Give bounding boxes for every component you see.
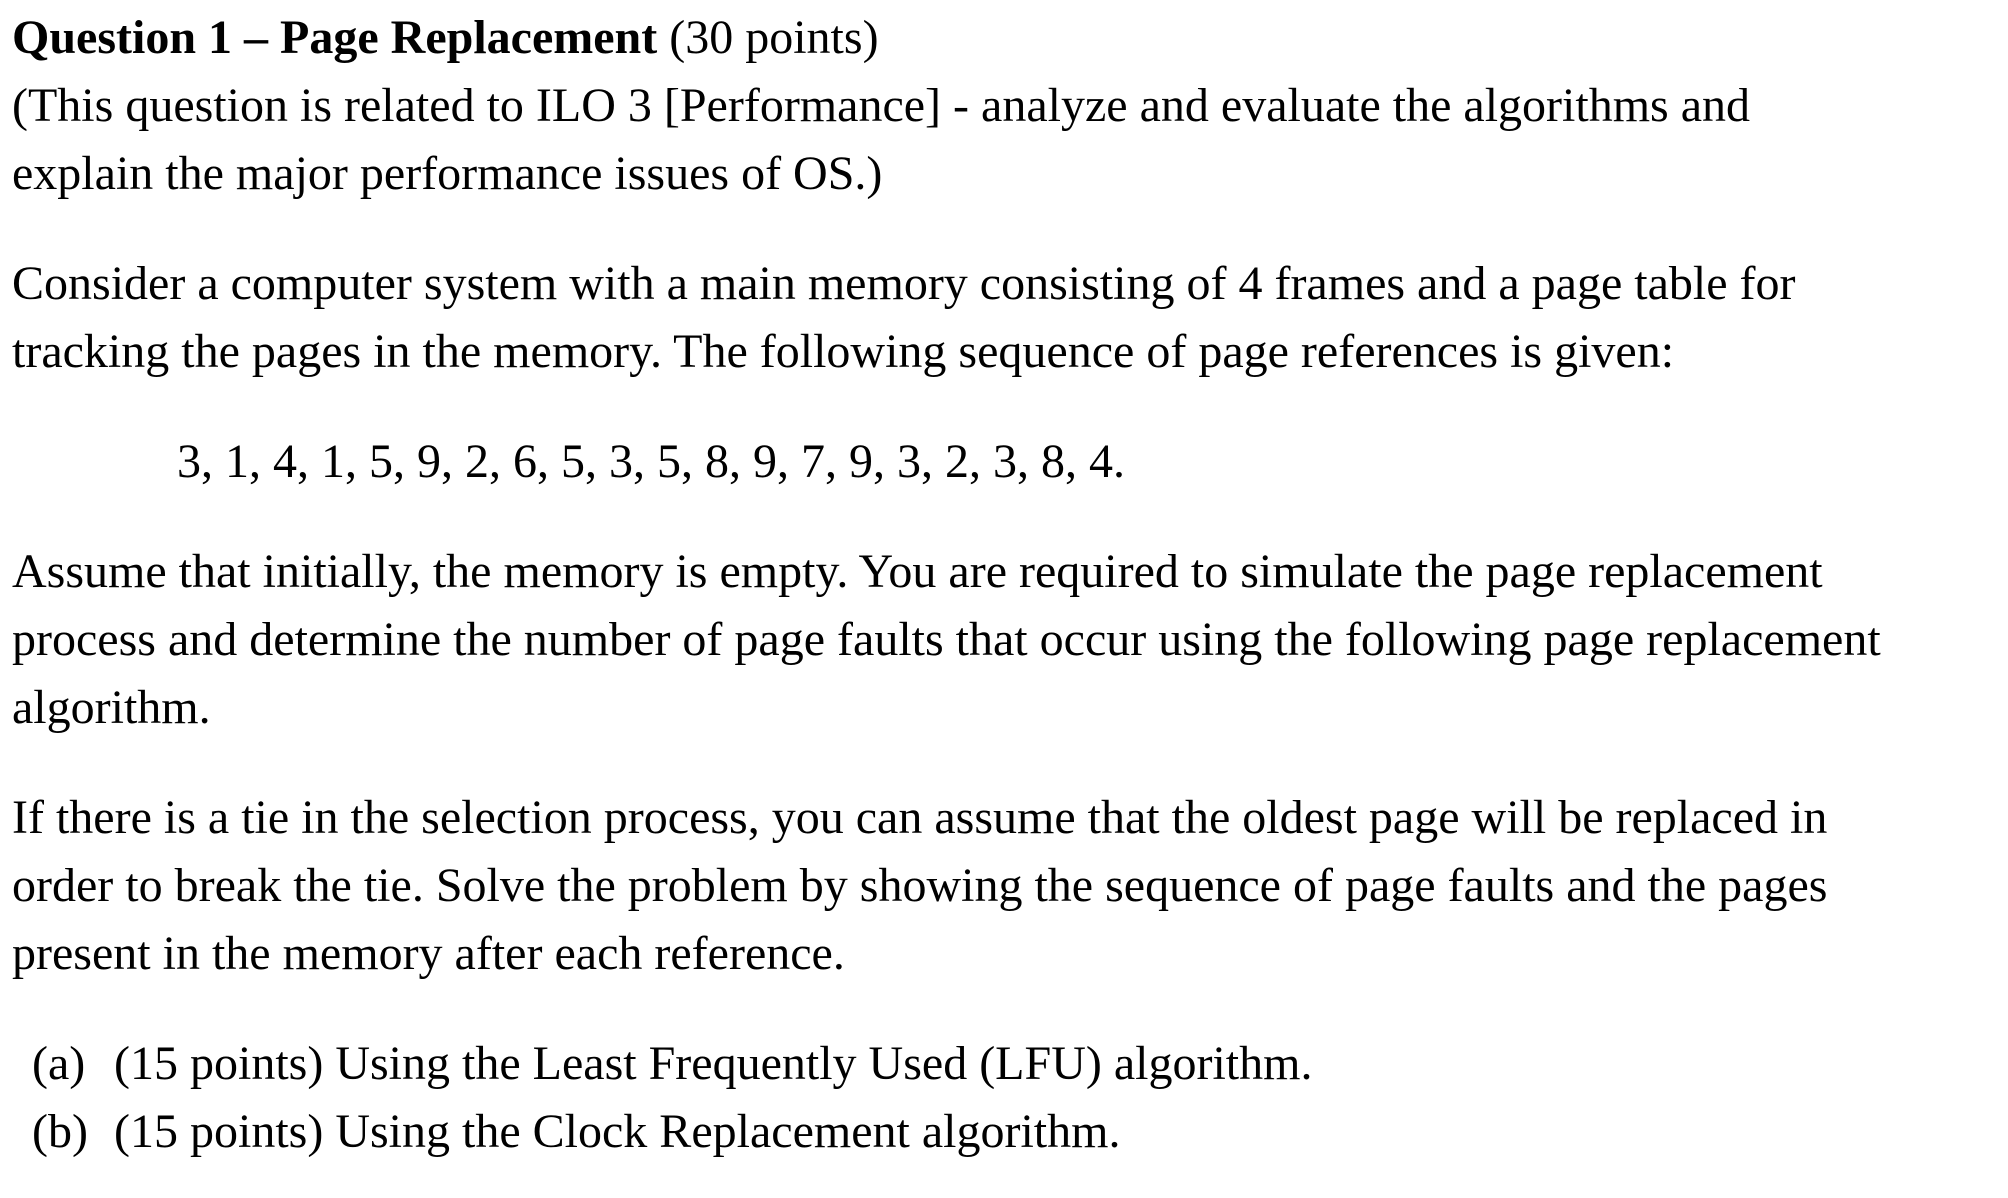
intro-line: tracking the pages in the memory. The fo… [12, 325, 1675, 378]
assumption-line: process and determine the number of page… [12, 613, 1881, 666]
part-text: (15 points) Using the Clock Replacement … [114, 1105, 1121, 1158]
tie-paragraph: If there is a tie in the selection proce… [12, 784, 2002, 988]
reference-sequence: 3, 1, 4, 1, 5, 9, 2, 6, 5, 3, 5, 8, 9, 7… [177, 435, 1125, 488]
question-title: Question 1 – Page Replacement [12, 11, 658, 64]
tie-line: If there is a tie in the selection proce… [12, 791, 1828, 844]
intro-line: Consider a computer system with a main m… [12, 257, 1796, 310]
part-marker: (a) [32, 1037, 86, 1090]
assumption-line: Assume that initially, the memory is emp… [12, 545, 1823, 598]
part-marker: (b) [32, 1105, 88, 1158]
tie-line: present in the memory after each referen… [12, 927, 845, 980]
part-b: (b) (15 points) Using the Clock Replacem… [32, 1098, 2002, 1166]
ilo-line: explain the major performance issues of … [12, 147, 883, 200]
ilo-line: (This question is related to ILO 3 [Perf… [12, 79, 1751, 132]
question-heading: Question 1 – Page Replacement (30 points… [12, 4, 2002, 72]
tie-line: order to break the tie. Solve the proble… [12, 859, 1828, 912]
parts-list: (a) (15 points) Using the Least Frequent… [12, 1030, 2002, 1166]
reference-sequence-block: 3, 1, 4, 1, 5, 9, 2, 6, 5, 3, 5, 8, 9, 7… [12, 428, 2002, 496]
assumption-paragraph: Assume that initially, the memory is emp… [12, 538, 2002, 742]
question-points: (30 points) [657, 11, 879, 64]
assumption-line: algorithm. [12, 681, 211, 734]
part-text: (15 points) Using the Least Frequently U… [114, 1037, 1313, 1090]
intro-paragraph: Consider a computer system with a main m… [12, 250, 2002, 386]
ilo-note: (This question is related to ILO 3 [Perf… [12, 72, 2002, 208]
question-document: Question 1 – Page Replacement (30 points… [12, 0, 2002, 1166]
part-a: (a) (15 points) Using the Least Frequent… [32, 1030, 2002, 1098]
